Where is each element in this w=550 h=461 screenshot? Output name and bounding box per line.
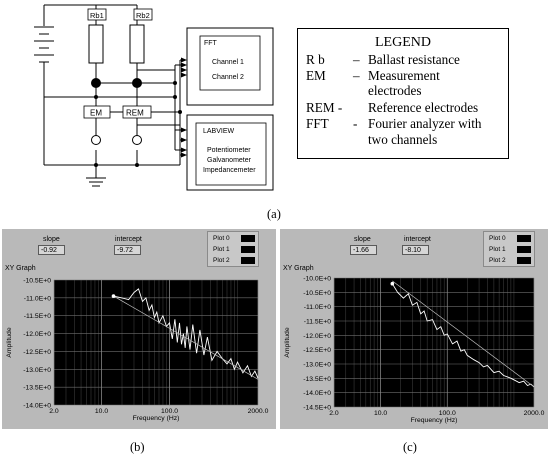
slope-label: slope: [354, 236, 371, 243]
legend-desc: two channels: [368, 132, 438, 147]
x-tick-label: 2000.0: [524, 410, 545, 417]
labview-impedancemeter: Impedancemeter: [203, 167, 256, 174]
intercept-label: intercept: [115, 236, 142, 243]
intercept-indicator: -8.10: [402, 245, 429, 255]
legend-abbr: REM -: [306, 100, 343, 115]
legend-desc: Reference electrodes: [368, 100, 479, 115]
xy-graph-b[interactable]: -10.5E+0 -11.0E+0 -11.5E+0 -12.0E+0 -12.5E+0…: [2, 273, 276, 429]
slope-indicator: -1.66: [350, 245, 377, 255]
series-line-fit: [113, 295, 259, 380]
y-tick-label: -13.5E+0: [23, 385, 51, 392]
x-tick-label: 2000.0: [248, 408, 269, 415]
rem-label: REM: [126, 109, 144, 118]
y-tick-label: -13.0E+0: [23, 367, 51, 374]
labview-panel-c: slope -1.66 intercept -8.10 Plot 0 Plot …: [280, 229, 548, 429]
y-tick-label: -11.5E+0: [304, 319, 331, 326]
legend-desc: Fourier analyzer with: [368, 116, 482, 131]
y-axis-label: Amplitude: [284, 327, 291, 357]
y-tick-label: -14.5E+0: [303, 405, 331, 412]
series-line-data: [391, 283, 535, 388]
caption-b: (b): [130, 440, 145, 454]
y-tick-label: -12.5E+0: [303, 347, 331, 354]
fft-channel-2: Channel 2: [212, 74, 244, 81]
y-tick-label: -12.0E+0: [23, 331, 51, 338]
plot-legend-item[interactable]: Plot 1: [484, 244, 534, 255]
y-tick-label: -12.5E+0: [23, 349, 51, 356]
fft-channel-1: Channel 1: [212, 59, 244, 66]
labview-galvanometer: Galvanometer: [207, 157, 252, 164]
labview-panel-b: slope -0.92 intercept -9.72 Plot 0 Plot …: [2, 229, 276, 429]
y-tick-label: -14.0E+0: [23, 403, 51, 410]
plot-legend-item[interactable]: Plot 0: [208, 233, 258, 244]
labview-potentiometer: Potentiometer: [207, 147, 251, 154]
x-tick-label: 2.0: [329, 410, 339, 417]
legend-abbr: FFT: [306, 116, 329, 131]
y-tick-label: -11.5E+0: [24, 313, 51, 320]
y-tick-label: -10.5E+0: [303, 290, 331, 297]
xy-graph-title: XY Graph: [283, 265, 314, 272]
legend-desc: Ballast resistance: [368, 52, 460, 67]
plot-legend[interactable]: Plot 0 Plot 1 Plot 2: [483, 231, 535, 267]
series-line-data: [113, 288, 259, 379]
caption-c: (c): [403, 440, 417, 454]
fft-title: FFT: [204, 40, 218, 47]
legend-abbr: R b: [306, 52, 325, 67]
plot-area[interactable]: [54, 280, 258, 405]
circuit-schematic: Rb1 Rb2 EM REM FFT Channel 1 Channel 2 L…: [34, 4, 274, 191]
y-tick-label: -12.0E+0: [303, 333, 331, 340]
x-axis-label: Frequency (Hz): [411, 417, 458, 424]
data-point: [111, 294, 116, 298]
x-tick-label: 2.0: [49, 408, 59, 415]
caption-a: (a): [267, 207, 281, 221]
legend-dash: -: [353, 116, 358, 131]
plot-legend-item[interactable]: Plot 0: [484, 233, 534, 244]
xy-graph-title: XY Graph: [5, 265, 36, 272]
data-point: [390, 281, 395, 286]
y-tick-label: -13.5E+0: [303, 376, 331, 383]
y-tick-label: -10.0E+0: [303, 276, 331, 283]
x-tick-label: 100.0: [161, 408, 178, 415]
slope-indicator: -0.92: [38, 245, 65, 255]
y-tick-label: -14.0E+0: [303, 390, 331, 397]
plot-legend[interactable]: Plot 0 Plot 1 Plot 2: [207, 231, 259, 267]
intercept-label: intercept: [404, 236, 431, 243]
plot-legend-item[interactable]: Plot 2: [208, 255, 258, 266]
legend-box: LEGEND R b – Ballast resistance EM – Mea…: [297, 28, 509, 159]
y-tick-label: -13.0E+0: [303, 362, 331, 369]
labview-title: LABVIEW: [203, 128, 235, 135]
legend-dash: –: [353, 68, 360, 83]
legend-desc: electrodes: [368, 83, 422, 98]
legend-dash: –: [353, 52, 360, 67]
y-tick-label: -11.0E+0: [24, 295, 51, 302]
em-label: EM: [90, 109, 102, 118]
legend-abbr: EM: [306, 68, 326, 83]
legend-desc: Measurement: [368, 68, 440, 83]
rb1-label: Rb1: [90, 11, 104, 20]
plot-area[interactable]: [334, 278, 534, 407]
series-line-fit: [392, 280, 535, 388]
y-tick-label: -11.0E+0: [304, 304, 331, 311]
plot-legend-item[interactable]: Plot 1: [208, 244, 258, 255]
x-tick-label: 10.0: [374, 410, 387, 417]
xy-graph-c[interactable]: -10.0E+0 -10.5E+0 -11.0E+0 -11.5E+0 -12.0E+0…: [280, 273, 548, 429]
y-tick-label: -10.5E+0: [23, 278, 51, 285]
rb2-label: Rb2: [136, 11, 150, 20]
y-axis-label: Amplitude: [6, 327, 13, 357]
plot-legend-item[interactable]: Plot 2: [484, 255, 534, 266]
legend-title: LEGEND: [375, 35, 431, 50]
intercept-indicator: -9.72: [114, 245, 141, 255]
x-axis-label: Frequency (Hz): [133, 415, 180, 422]
x-tick-label: 10.0: [95, 408, 108, 415]
x-tick-label: 100.0: [439, 410, 456, 417]
slope-label: slope: [43, 236, 60, 243]
